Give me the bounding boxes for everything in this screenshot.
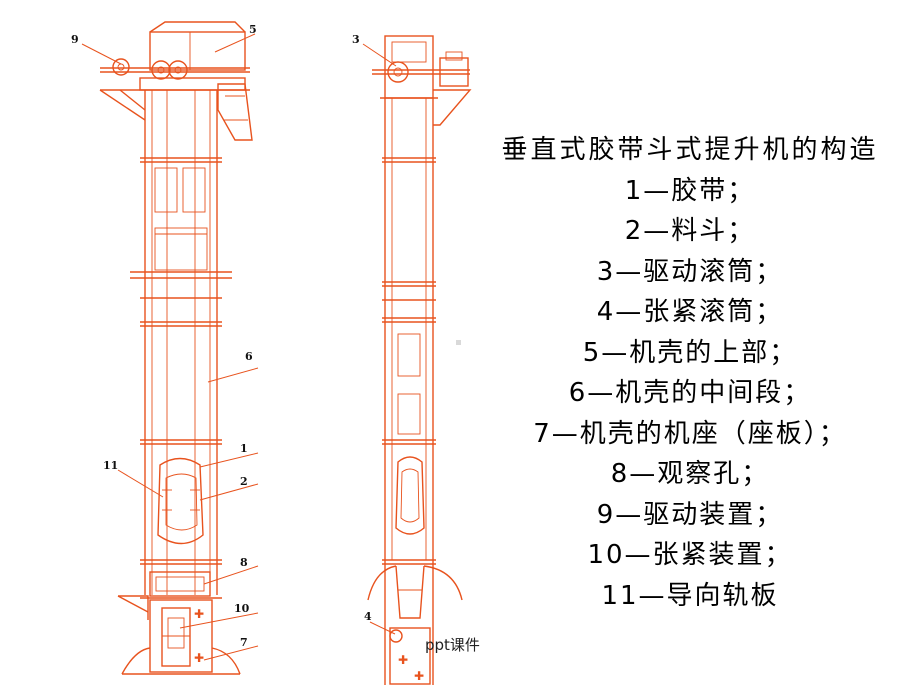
callout-5: 5 [249, 23, 257, 36]
legend-item-4: 4—张紧滚筒； [596, 297, 784, 327]
side-head [372, 35, 472, 126]
footer-label: ppt课件 [425, 636, 480, 654]
legend-title: 垂直式胶带斗式提升机的构造 [501, 135, 879, 165]
legend-item-7: 7—机壳的机座（座板）； [533, 418, 847, 449]
callout-7: 7 [240, 636, 248, 649]
svg-text:✚: ✚ [194, 607, 204, 621]
legend-item-6: 6—机壳的中间段； [568, 378, 812, 408]
leader-lines-front [81, 33, 259, 661]
callout-11: 11 [103, 459, 118, 472]
legend-item-1: 1—胶带； [624, 175, 756, 206]
legend-item-8: 8—观察孔； [610, 459, 770, 489]
legend-item-5: 5—机壳的上部； [582, 337, 798, 368]
leader-lines-side [362, 43, 397, 635]
legend-item-9: 9—驱动装置； [596, 499, 784, 530]
side-view: ✚ ✚ 3 4 [352, 33, 472, 685]
callout-4: 4 [364, 610, 372, 623]
legend-item-3: 3—驱动滚筒； [596, 256, 784, 287]
svg-text:✚: ✚ [194, 651, 204, 665]
stray-dot [456, 340, 461, 345]
head-section [99, 21, 253, 141]
casing-middle [130, 90, 232, 595]
callout-2: 2 [240, 475, 248, 488]
callout-6: 6 [245, 350, 253, 363]
legend-item-2: 2—料斗； [624, 216, 756, 246]
callout-numbers-side: 3 4 [352, 33, 372, 623]
svg-text:✚: ✚ [414, 669, 424, 683]
legend-item-10: 10—张紧装置； [587, 540, 793, 570]
svg-text:✚: ✚ [398, 653, 408, 667]
front-view: ✚ ✚ 9 5 6 1 2 11 8 10 7 [71, 21, 259, 675]
callout-1: 1 [240, 442, 248, 455]
legend-item-11: 11—导向轨板 [601, 580, 779, 611]
callout-9: 9 [71, 33, 79, 46]
guide-plate [157, 457, 204, 545]
legend: 垂直式胶带斗式提升机的构造 1—胶带； 2—料斗； 3—驱动滚筒； 4—张紧滚筒… [470, 130, 910, 616]
side-casing: ✚ ✚ [367, 98, 463, 685]
base-section: ✚ ✚ [117, 571, 241, 675]
callout-8: 8 [240, 556, 248, 569]
callout-3: 3 [352, 33, 360, 46]
callout-10: 10 [234, 602, 250, 615]
callout-numbers-front: 9 5 6 1 2 11 8 10 7 [71, 23, 257, 649]
